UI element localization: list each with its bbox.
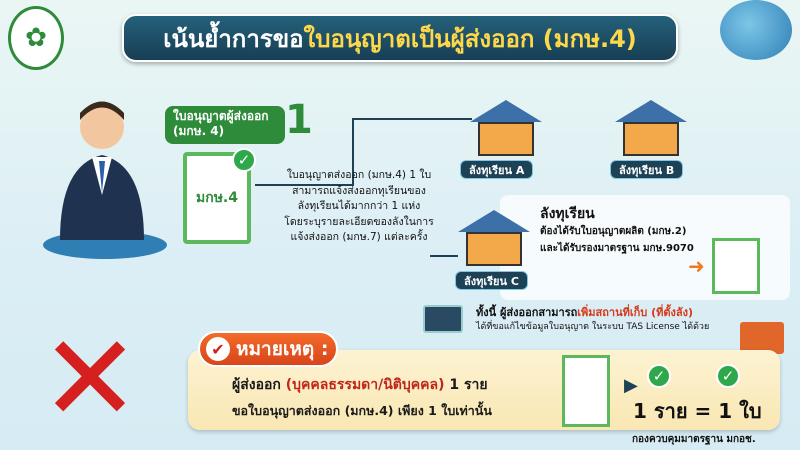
note-badge-text: หมายเหตุ : <box>236 338 329 360</box>
tas-note-line2: ได้ที่ขอแก้ไขข้อมูลใบอนุญาต ในระบบ TAS L… <box>476 322 710 332</box>
info-title: ลังทุเรียน <box>540 206 595 222</box>
footer-credit: กองควบคุมมาตรฐาน มกอช. <box>632 434 756 445</box>
note-l1-highlight: (บุคคลธรรมดา/นิติบุคคล) <box>285 377 445 393</box>
warehouse-b-label: ลังทุเรียน B <box>610 160 684 179</box>
play-arrow-icon: ▶ <box>624 375 638 396</box>
warehouse-a-label: ลังทุเรียน A <box>460 160 534 179</box>
note-line1: ผู้ส่งออก (บุคคลธรรมดา/นิติบุคคล) 1 ราย <box>232 374 488 396</box>
note-equation: 1 ราย = 1 ใบ <box>633 399 762 423</box>
page-title: เน้นย้ำการขอใบอนุญาตเป็นผู้ส่งออก (มกษ.4… <box>122 14 678 62</box>
license-label: ใบอนุญาตผู้ส่งออก(มกษ. 4) <box>165 106 285 144</box>
note-line2: ขอใบอนุญาตส่งออก (มกษ.4) เพียง 1 ใบเท่าน… <box>232 403 492 418</box>
warehouse-c-label: ลังทุเรียน C <box>455 271 528 290</box>
check-icon: ✓ <box>647 364 671 388</box>
arrow-right-icon: ➜ <box>688 254 705 278</box>
certificate-icon <box>562 355 610 427</box>
description-line: สามารถแจ้งส่งออกทุเรียนของ <box>292 184 426 197</box>
description-line: แจ้งส่งออก (มกษ.7) แต่ละครั้ง <box>290 231 428 243</box>
license-label-line1: ใบอนุญาตผู้ส่งออก <box>173 109 269 123</box>
info-line: และได้รับรองมาตรฐาน มกษ.9070 <box>540 243 694 254</box>
license-label-line2: (มกษ. 4) <box>173 124 225 138</box>
globe-icon <box>720 0 792 60</box>
note-badge: ✔ หมายเหตุ : <box>198 331 338 367</box>
database-icon <box>423 305 463 333</box>
warehouse-a-icon <box>470 100 542 156</box>
note-l1-suffix: 1 ราย <box>444 377 488 393</box>
tas-highlight: เพิ่มสถานที่เก็บ (ที่ตั้งลัง) <box>577 306 694 319</box>
description-line: โดยระบุรายละเอียดของลังในการ <box>284 215 434 228</box>
certificate-icon <box>712 238 760 294</box>
agency-seal-icon: ✿ <box>8 6 64 70</box>
info-line: ต้องได้รับใบอนุญาตผลิต (มกษ.2) <box>540 226 687 237</box>
note-l1-prefix: ผู้ส่งออก <box>232 377 286 393</box>
arrow-to-warehouse-a <box>352 118 472 120</box>
title-prefix: เน้นย้ำการขอ <box>163 24 304 53</box>
check-icon: ✔ <box>206 337 230 361</box>
license-number: 1 <box>285 97 313 143</box>
connector-line <box>352 118 354 186</box>
title-highlight: ใบอนุญาตเป็นผู้ส่งออก (มกษ.4) <box>303 24 637 53</box>
description-line: ลังทุเรียนได้มากกว่า 1 แห่ง <box>297 200 421 212</box>
check-icon: ✓ <box>232 148 256 172</box>
truck-icon <box>740 322 784 354</box>
warehouse-b-icon <box>615 100 687 156</box>
warehouse-c-icon <box>458 210 530 266</box>
arrow-to-warehouse-c <box>430 255 458 257</box>
businessman-illustration <box>43 101 167 259</box>
connector-line <box>255 184 353 186</box>
license-description: ใบอนุญาตส่งออก (มกษ.4) 1 ใบ สามารถแจ้งส่… <box>284 168 434 246</box>
tas-note-line1: ทั้งนี้ ผู้ส่งออกสามารถเพิ่มสถานที่เก็บ … <box>476 303 693 321</box>
cross-icon: ✕ <box>39 310 141 449</box>
check-icon: ✓ <box>716 364 740 388</box>
description-line: ใบอนุญาตส่งออก (มกษ.4) 1 ใบ <box>286 169 432 181</box>
certificate-text: มกษ.4 <box>196 190 238 206</box>
tas-prefix: ทั้งนี้ ผู้ส่งออกสามารถ <box>476 306 578 319</box>
